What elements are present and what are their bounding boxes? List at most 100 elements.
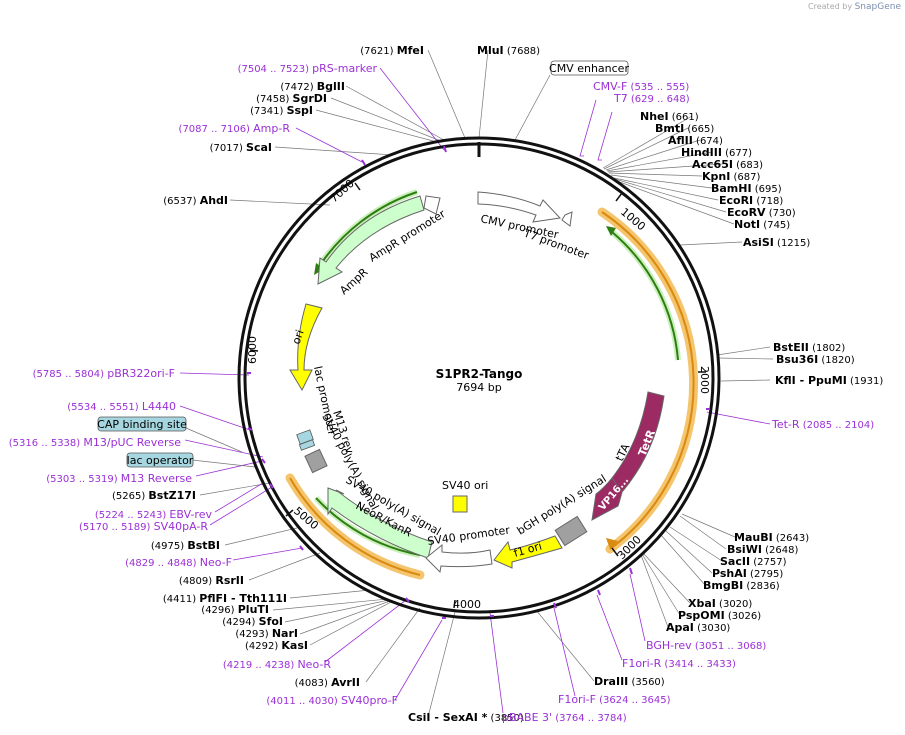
enzyme-label: (6537) AhdI	[163, 194, 228, 207]
credit-prefix: Created by	[808, 2, 853, 11]
neor-orf-arc	[285, 473, 425, 580]
lac-operator-box	[298, 439, 316, 451]
sv40-promoter-arrow	[425, 543, 493, 574]
tta-orf-arc	[597, 207, 699, 554]
sv40-ori-box	[452, 495, 468, 513]
sv40-polya-gray-box	[304, 448, 328, 474]
enzyme-label: BmgBI (2836)	[703, 579, 780, 592]
enzyme-label: MluI (7688)	[477, 44, 540, 57]
tick-label-6000: 6000	[246, 336, 259, 364]
enzyme-label: (7017) ScaI	[210, 141, 272, 154]
enzyme-label: (5265) BstZ17I	[112, 489, 196, 502]
cmv-enhancer-label: CMV enhancer	[549, 62, 629, 75]
enzyme-label: PspOMI (3026)	[678, 609, 761, 622]
primer-label: BGH-rev (3051 .. 3068)	[646, 639, 766, 652]
f1-ori-arrow	[493, 535, 563, 569]
enzyme-label: KpnI (687)	[702, 170, 760, 183]
neor-arrow	[327, 487, 433, 559]
cmv-promoter-arrow	[477, 191, 562, 223]
primer-label: (5224 .. 5243) EBV-rev	[95, 508, 213, 521]
enzyme-label: (4293) NarI	[235, 627, 298, 640]
tetr-green-arc	[606, 226, 681, 361]
ampr-promoter-arrow	[423, 195, 441, 215]
enzyme-label: MauBI (2643)	[734, 531, 809, 544]
enzyme-label: BmtI (665)	[655, 122, 714, 135]
enzyme-label: XbaI (3020)	[688, 597, 752, 610]
enzyme-label: (7341) SspI	[250, 104, 313, 117]
enzyme-label: BsiWI (2648)	[727, 543, 798, 556]
primer-label: (5170 .. 5189) SV40pA-R	[79, 520, 208, 533]
plasmid-backbone-outer	[237, 136, 721, 620]
primer-label: (4011 .. 4030) SV40pro-F	[266, 694, 398, 707]
enzyme-label: (4292) KasI	[245, 639, 308, 652]
neor-green-arc	[313, 495, 421, 558]
primer-label: (5303 .. 5319) M13 Reverse	[46, 472, 192, 485]
enzyme-label: PshAI (2795)	[712, 567, 783, 580]
enzyme-label: KflI - PpuMI (1931)	[775, 374, 883, 387]
primer-label: pBABE 3' (3764 .. 3784)	[502, 711, 627, 724]
cap-binding-site-box: CAP binding site	[97, 416, 187, 432]
enzyme-label: (4809) RsrII	[179, 574, 244, 587]
primer-label: (5316 .. 5338) M13/pUC Reverse	[9, 436, 181, 449]
enzyme-label: BstEII (1802)	[773, 341, 845, 354]
enzyme-label: (7621) MfeI	[360, 44, 424, 57]
enzyme-label: DraIII (3560)	[594, 675, 665, 688]
enzyme-label: NotI (745)	[734, 218, 790, 231]
enzyme-label: EcoRV (730)	[727, 206, 796, 219]
tick-marks	[249, 182, 706, 609]
enzyme-label: Bsu36I (1820)	[776, 353, 855, 366]
ori-label: ori	[290, 328, 307, 346]
t7-promoter-arrow	[561, 211, 573, 227]
enzyme-label: (7458) SgrDI	[256, 92, 327, 105]
cap-binding-site-label: CAP binding site	[97, 418, 187, 431]
primer-label: (4219 .. 4238) Neo-R	[223, 658, 332, 671]
enzyme-label: NheI (661)	[640, 110, 699, 123]
primer-label: T7 (629 .. 648)	[613, 92, 690, 105]
box-leader-lines	[185, 74, 551, 468]
enzyme-label: (4975) BstBI	[151, 539, 220, 552]
lac-operator-label: lac operator	[127, 454, 194, 467]
primer-leader-lines	[179, 67, 771, 714]
enzyme-label: (4296) PluTI	[201, 603, 269, 616]
enzyme-label: AsiSI (1215)	[743, 236, 810, 249]
lac-operator-label-box: lac operator	[126, 452, 194, 468]
ampr-arrow	[317, 195, 425, 285]
primer-label: F1ori-R (3414 .. 3433)	[622, 657, 736, 670]
enzyme-label: AflII (674)	[668, 134, 723, 147]
enzyme-label: (7472) BglII	[280, 80, 345, 93]
enzyme-label: (4294) SfoI	[222, 615, 283, 628]
primer-sites	[247, 145, 710, 619]
enzyme-label: (4083) AvrII	[295, 676, 360, 689]
enzyme-label: EcoRI (718)	[719, 194, 783, 207]
vp16-arrow	[591, 477, 623, 521]
enzyme-label: SacII (2757)	[720, 555, 787, 568]
enzyme-labels: (7621) MfeI MluI (7688) (7472) BglII(7458)…	[112, 44, 883, 724]
plasmid-name: S1PR2-Tango	[436, 367, 523, 381]
bgh-polya-box	[554, 515, 588, 547]
primer-label: (5534 .. 5551) L4440	[67, 400, 176, 413]
ori-arrow	[289, 303, 323, 392]
tick-label-4000: 4000	[453, 598, 481, 611]
enzyme-label: BamHI (695)	[711, 182, 782, 195]
enzyme-label: Acc65I (683)	[692, 158, 763, 171]
primer-label: (7504 .. 7523) pRS-marker	[238, 62, 378, 75]
credit-brand: SnapGene	[854, 2, 901, 12]
primer-labels: (7504 .. 7523) pRS-marker (7087 .. 7106) …	[9, 62, 874, 724]
plasmid-length: 7694 bp	[456, 381, 501, 394]
leader-lines	[199, 49, 774, 718]
enzyme-label: HindIII (677)	[681, 146, 752, 159]
ampr-label: AmpR	[337, 265, 370, 297]
snapgene-credit: Created by SnapGene	[808, 2, 901, 12]
sv40-ori-label: SV40 ori	[442, 479, 488, 492]
primer-label: F1ori-F (3624 .. 3645)	[558, 693, 671, 706]
enzyme-label: CsiI - SexAI * (3850)	[408, 711, 524, 724]
primer-label: (5785 .. 5804) pBR322ori-F	[33, 367, 175, 380]
primer-label: CMV-F (535 .. 555)	[593, 80, 689, 93]
primer-label: (7087 .. 7106) Amp-R	[179, 122, 291, 135]
primer-label: Tet-R (2085 .. 2104)	[771, 418, 874, 431]
primer-label: (4829 .. 4848) Neo-F	[125, 556, 232, 569]
cmv-enhancer-box: CMV enhancer	[549, 60, 629, 76]
enzyme-label: ApaI (3030)	[666, 621, 730, 634]
tick-label-2000: 2000	[698, 366, 711, 394]
